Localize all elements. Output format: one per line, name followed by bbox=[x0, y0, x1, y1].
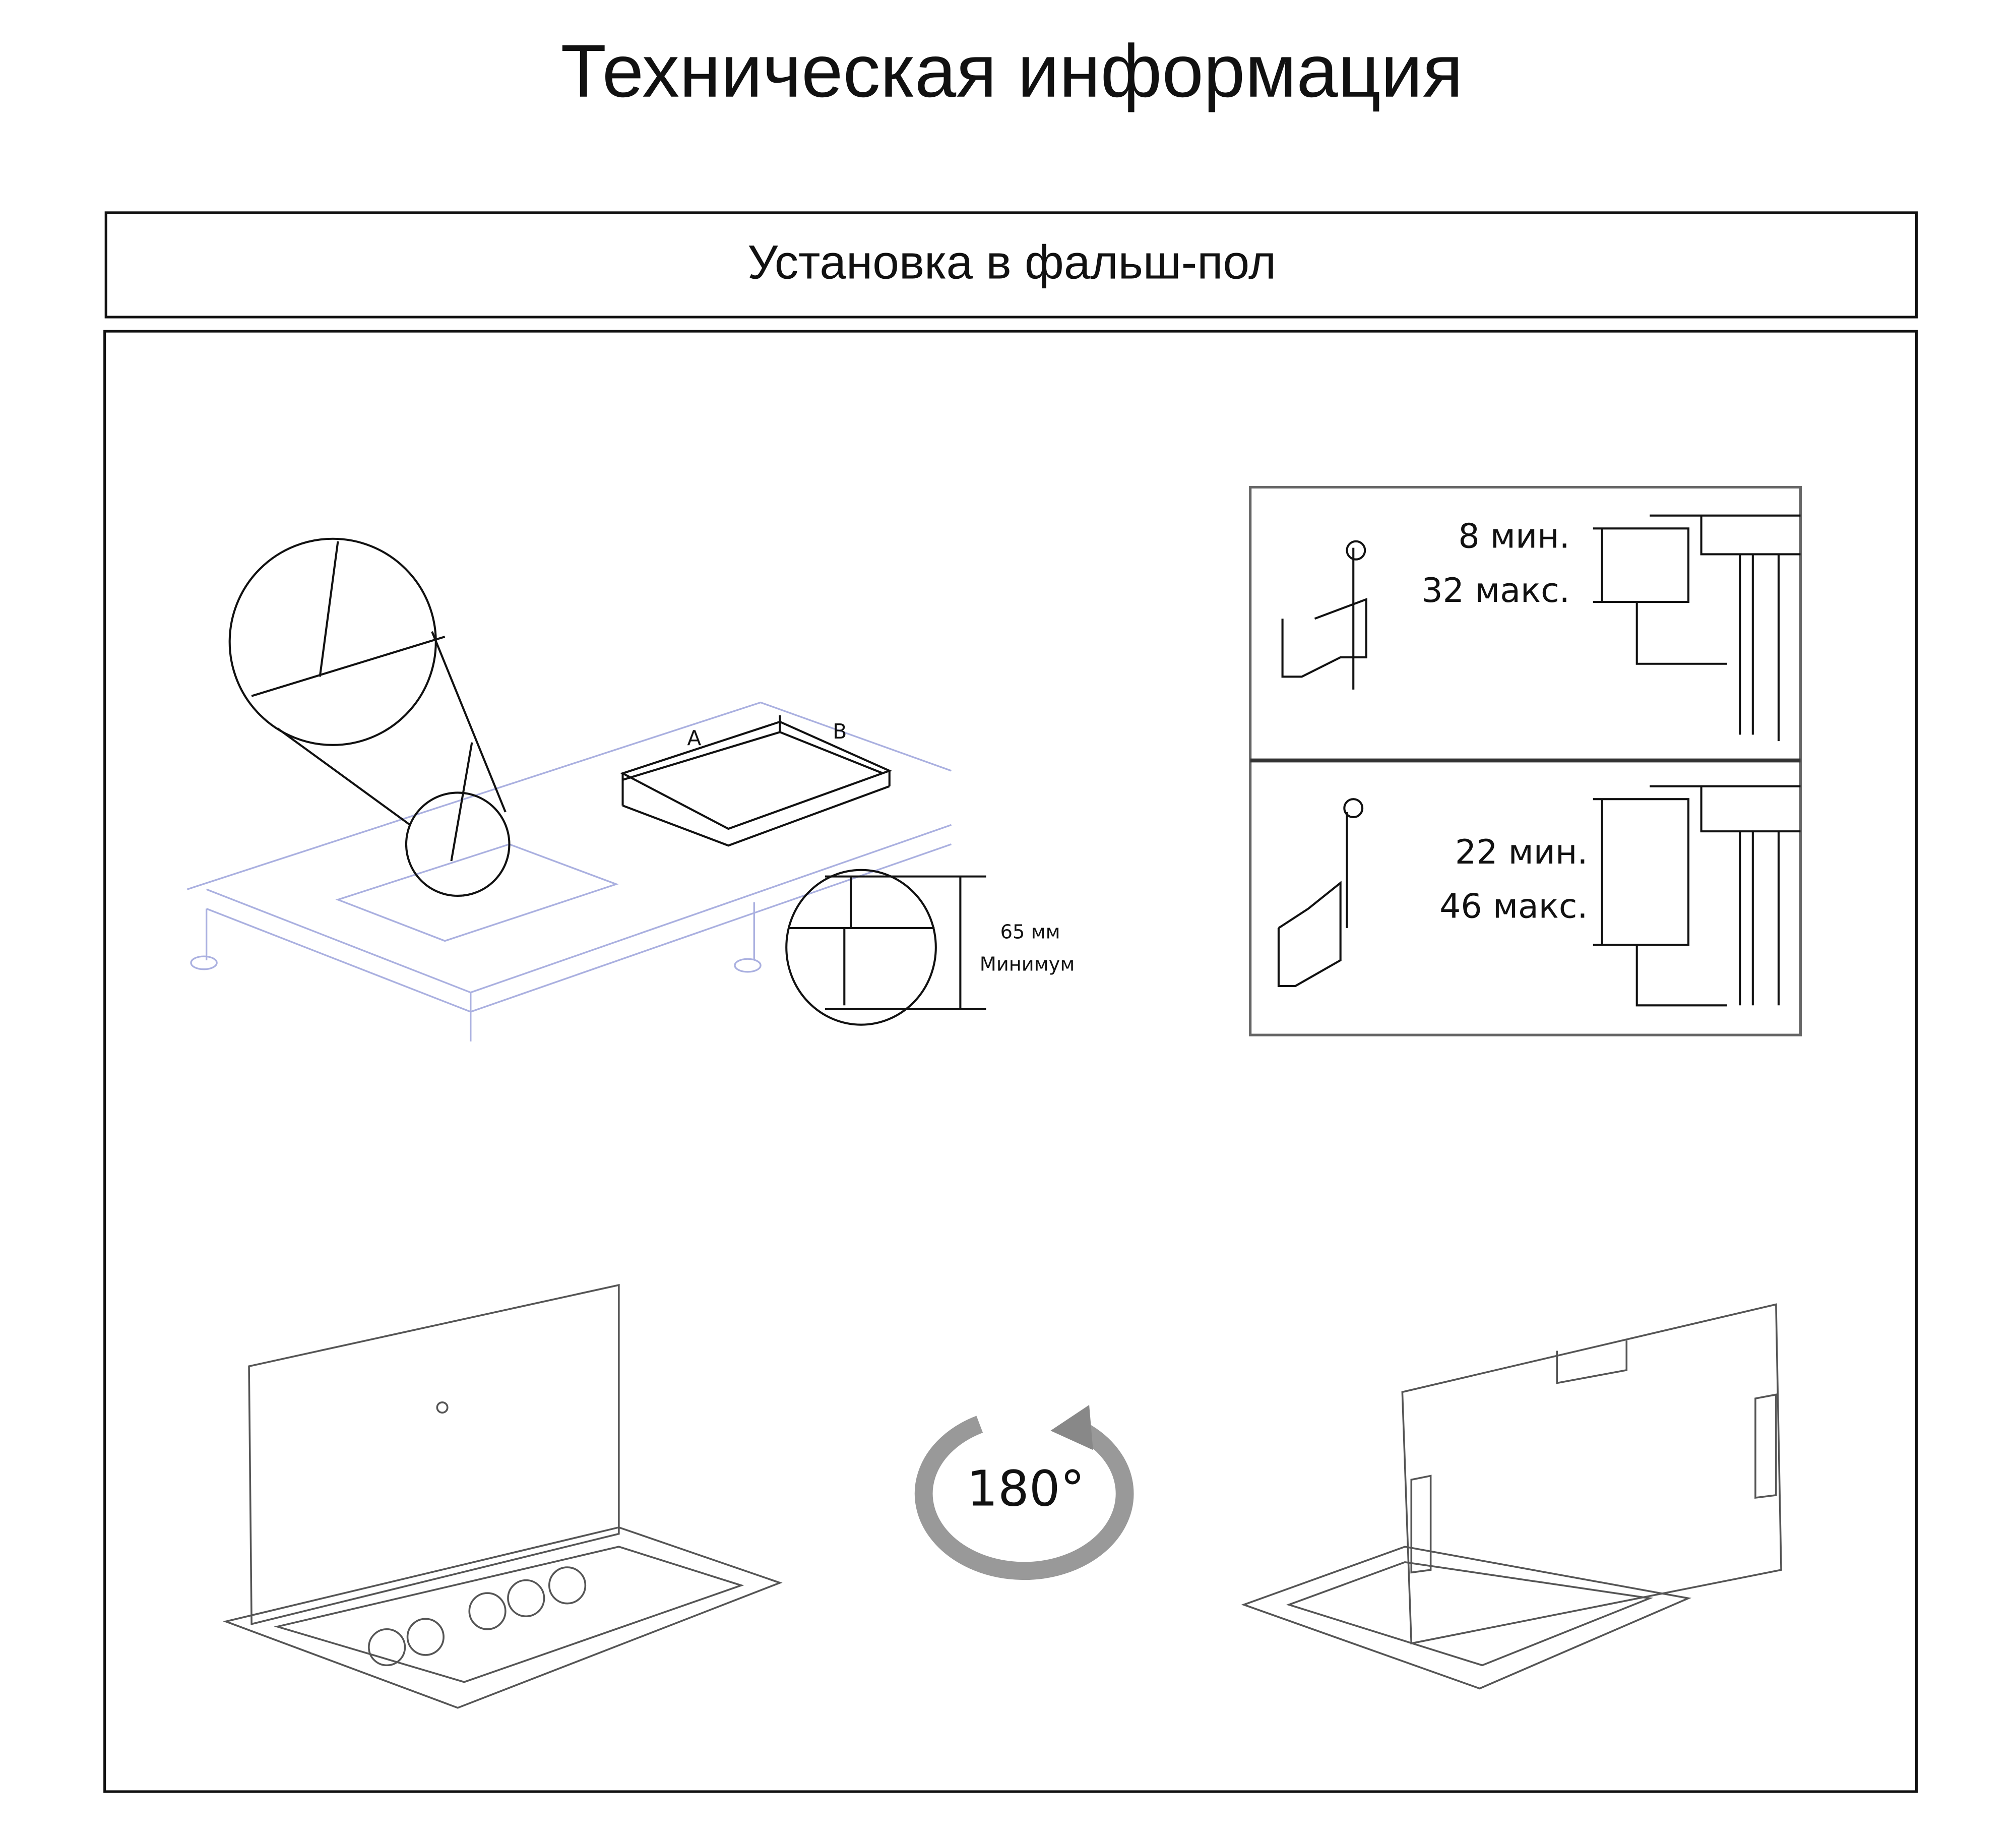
clamp-small-min: 8 мин. bbox=[1458, 517, 1569, 556]
clamp-thickness-detail: 8 мин. 32 макс. 22 мин. 46 макс. bbox=[1249, 485, 1802, 1036]
raised-floor-cutout-illustration: A B 65 мм Минимум bbox=[186, 537, 1075, 1041]
magnifier-detail-circle bbox=[228, 537, 437, 746]
illustration-panel bbox=[103, 330, 1918, 1793]
rotation-label: 180° bbox=[967, 1460, 1085, 1517]
page-title: Техническая информация bbox=[560, 30, 1463, 113]
section-header-box bbox=[104, 211, 1918, 319]
dimension-b-label: B bbox=[833, 719, 847, 744]
floor-box-lid-rotated-illustration bbox=[1241, 1303, 1782, 1690]
clamp-small-max: 32 макс. bbox=[1421, 571, 1569, 610]
floor-box-lid-open-illustration bbox=[222, 1283, 783, 1709]
section-title: Установка в фальш-пол bbox=[747, 235, 1276, 289]
clamp-large-min: 22 мин. bbox=[1455, 832, 1588, 872]
support-pedestal-detail bbox=[785, 869, 937, 1026]
clamp-large-max: 46 макс. bbox=[1439, 886, 1588, 926]
min-height-label: Минимум bbox=[980, 953, 1075, 975]
rotate-180-icon: 180° bbox=[914, 1404, 1134, 1580]
dimension-a-label: A bbox=[687, 726, 701, 750]
min-height-value: 65 мм bbox=[1000, 921, 1060, 943]
